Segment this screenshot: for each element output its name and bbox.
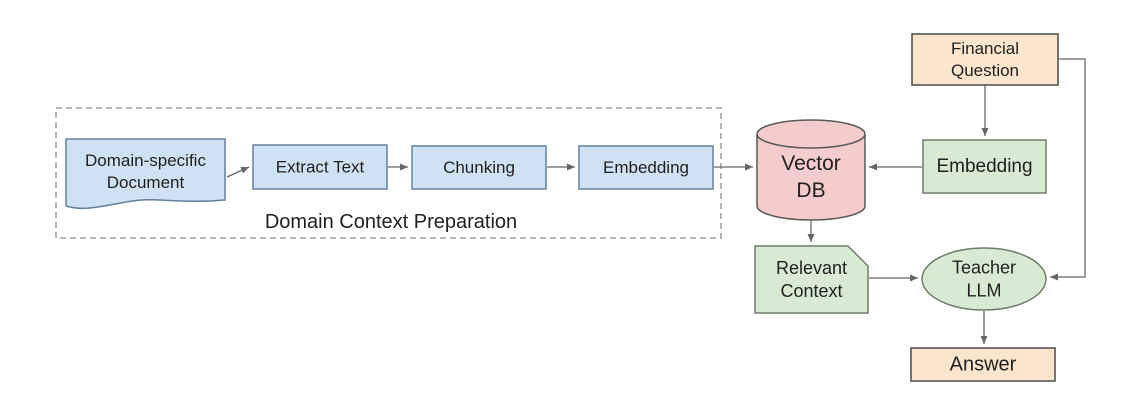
node-label-chunking: Chunking	[443, 158, 515, 177]
node-chunking: Chunking	[411, 145, 547, 190]
node-extract-text: Extract Text	[252, 144, 388, 190]
edge-document-to-extract-text	[226, 166, 250, 178]
edge-financial-question-to-teacher-llm	[1050, 58, 1086, 281]
node-label-embedding-query: Embedding	[936, 156, 1032, 177]
node-label-answer: Answer	[950, 354, 1017, 376]
node-embedding-query: Embedding	[922, 139, 1047, 194]
group-domain-context-preparation: Domain Context Preparation	[55, 107, 722, 239]
node-answer: Answer	[910, 347, 1056, 382]
node-embedding-doc: Embedding	[578, 145, 714, 190]
node-label-embedding-doc: Embedding	[603, 158, 689, 177]
node-label-extract-text: Extract Text	[276, 158, 365, 177]
group-label: Domain Context Preparation	[265, 211, 517, 233]
